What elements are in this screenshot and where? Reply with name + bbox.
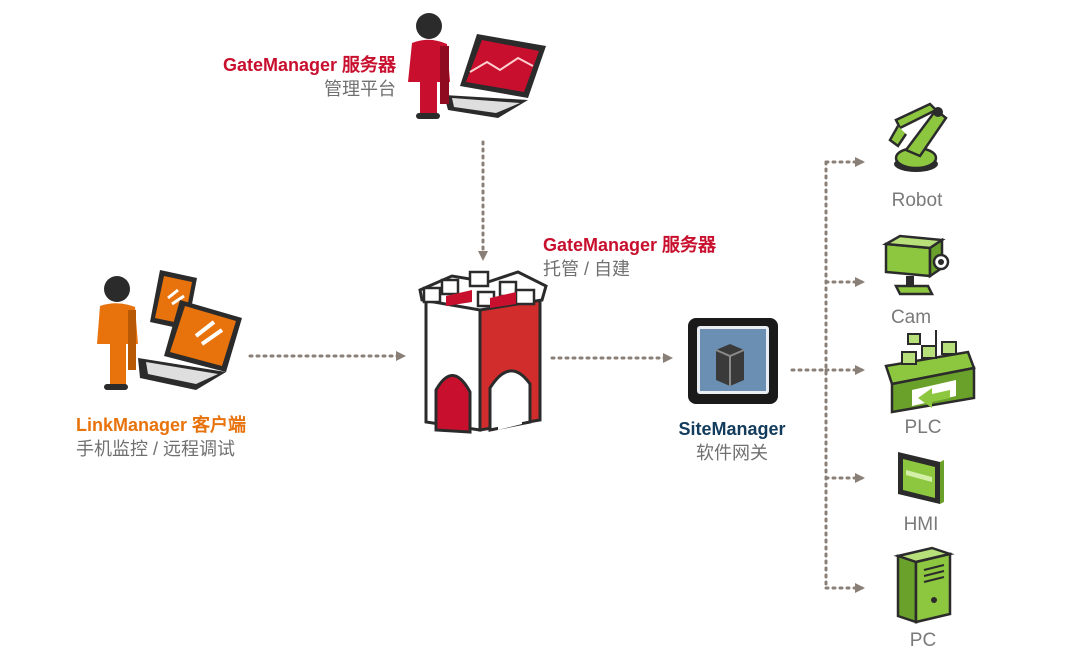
device-label-cam: Cam	[890, 307, 932, 328]
gatemanager-server-subtitle: 托管 / 自建	[543, 259, 631, 279]
robot-arm-icon	[888, 102, 948, 172]
gatemanager-server-title: GateManager 服务器	[543, 235, 717, 255]
gateway-panel-icon	[688, 318, 778, 404]
gatemanager-admin-title: GateManager 服务器	[222, 55, 396, 75]
sitemanager-title: SiteManager	[678, 419, 786, 439]
gatemanager-server-label: GateManager 服务器 托管 / 自建	[543, 233, 716, 281]
linkmanager-title: LinkManager 客户端	[76, 415, 247, 435]
device-label-plc: PLC	[904, 417, 942, 438]
client-person-laptop-tablet-icon	[97, 270, 242, 390]
gatemanager-admin-subtitle: 管理平台	[324, 79, 396, 99]
sitemanager-label: SiteManager 软件网关	[670, 417, 794, 465]
admin-person-laptop-icon	[408, 13, 546, 119]
gatemanager-admin-label: GateManager 服务器 管理平台	[214, 53, 396, 101]
camera-icon	[881, 234, 950, 296]
sitemanager-subtitle: 软件网关	[696, 443, 768, 463]
linkmanager-label: LinkManager 客户端 手机监控 / 远程调试	[76, 413, 246, 461]
castle-tower-icon	[418, 270, 548, 434]
pc-tower-icon	[893, 546, 955, 624]
device-label-hmi: HMI	[903, 514, 939, 535]
connectors	[248, 140, 865, 593]
plc-icon	[884, 330, 976, 414]
device-label-robot: Robot	[891, 190, 943, 211]
hmi-screen-icon	[898, 452, 944, 504]
device-label-pc: PC	[909, 630, 937, 651]
linkmanager-subtitle: 手机监控 / 远程调试	[76, 439, 236, 459]
